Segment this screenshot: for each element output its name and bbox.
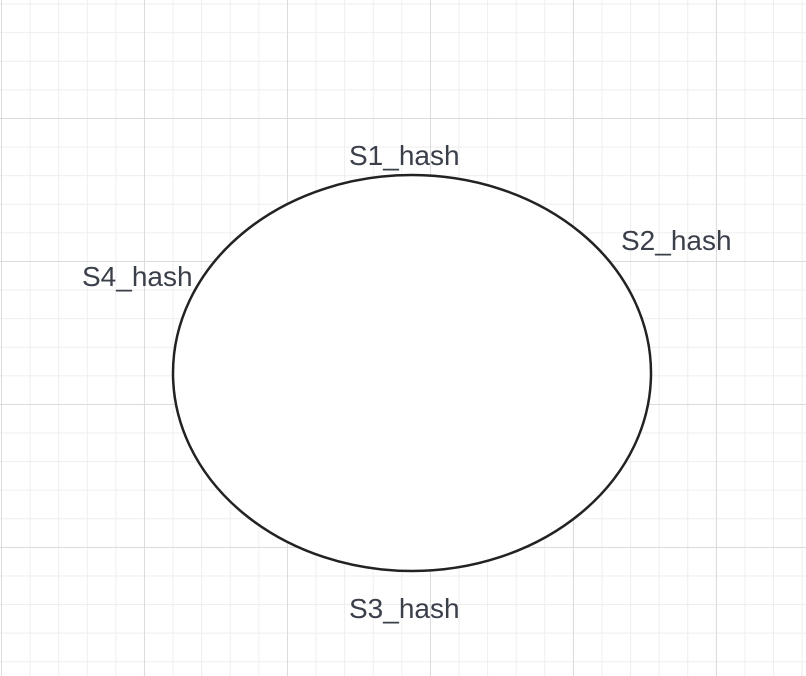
node-label-s4: S4_hash bbox=[82, 261, 193, 292]
node-label-s2: S2_hash bbox=[621, 225, 732, 256]
node-label-s3: S3_hash bbox=[349, 593, 460, 624]
node-label-s1: S1_hash bbox=[349, 140, 460, 171]
hash-ring-circle bbox=[171, 173, 653, 573]
